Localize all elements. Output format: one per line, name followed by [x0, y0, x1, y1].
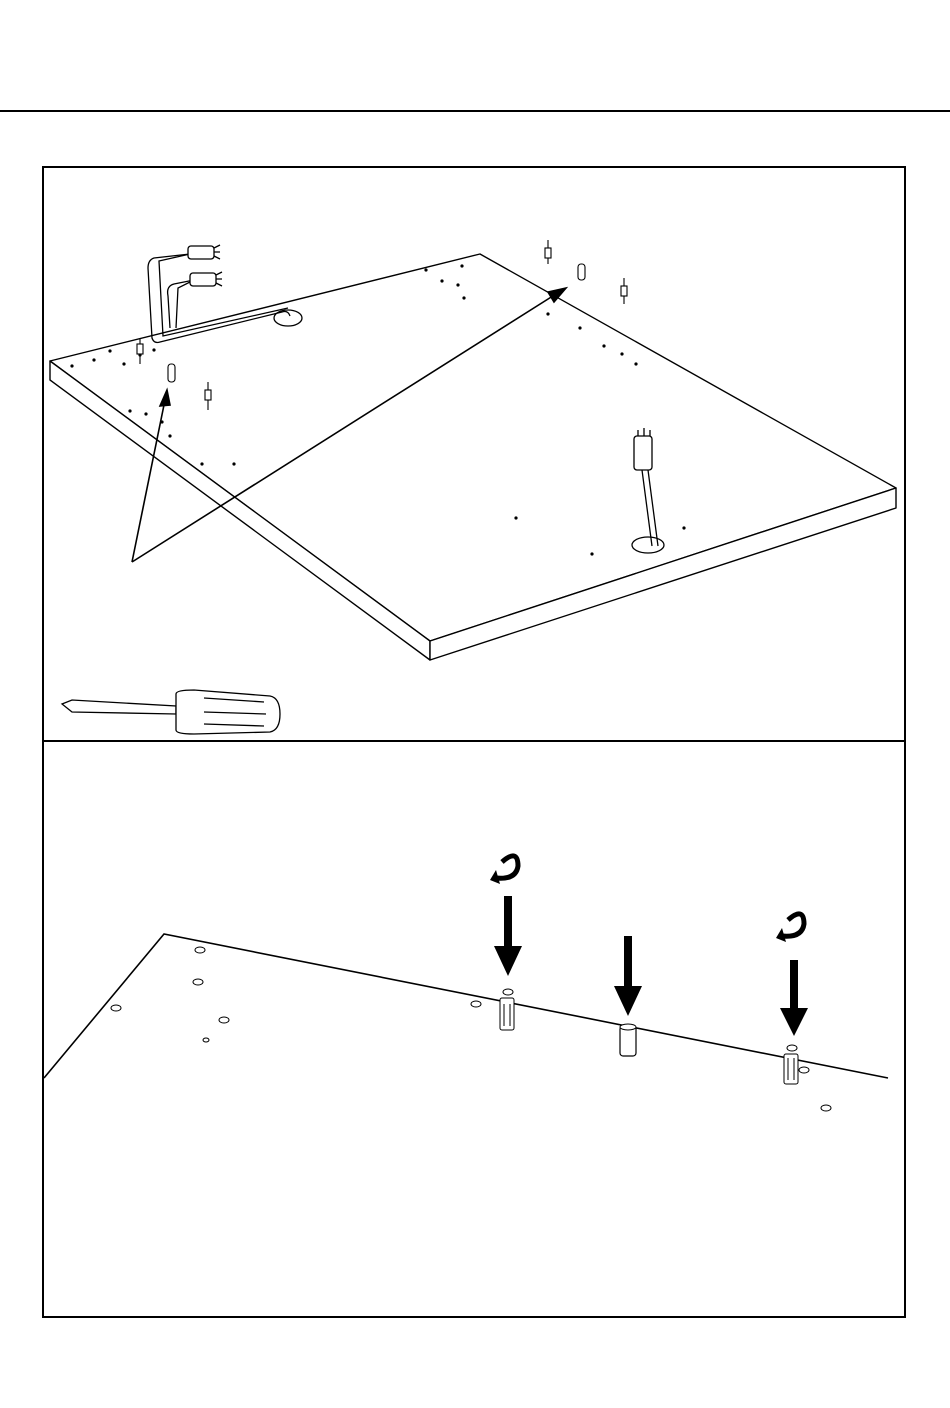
step-panel-detail — [42, 740, 906, 1318]
board-overview-illustration — [44, 168, 904, 740]
down-arrow-icon — [790, 960, 798, 1008]
board-holes — [111, 947, 831, 1111]
down-arrow-icon — [504, 896, 512, 946]
grommet-hole-front — [632, 537, 664, 553]
rotate-arrow-icon — [496, 856, 518, 878]
header-rule — [0, 110, 950, 112]
board-corner-edge — [44, 934, 888, 1078]
screwdriver-icon — [62, 690, 280, 734]
cam-bolt-step-3 — [776, 914, 808, 1084]
step-panel-overview — [42, 166, 906, 742]
dowel-pin-step-2 — [614, 936, 642, 1056]
rotate-arrow-icon — [782, 914, 804, 936]
board-detail-illustration — [44, 742, 904, 1316]
down-arrow-icon — [624, 936, 632, 986]
